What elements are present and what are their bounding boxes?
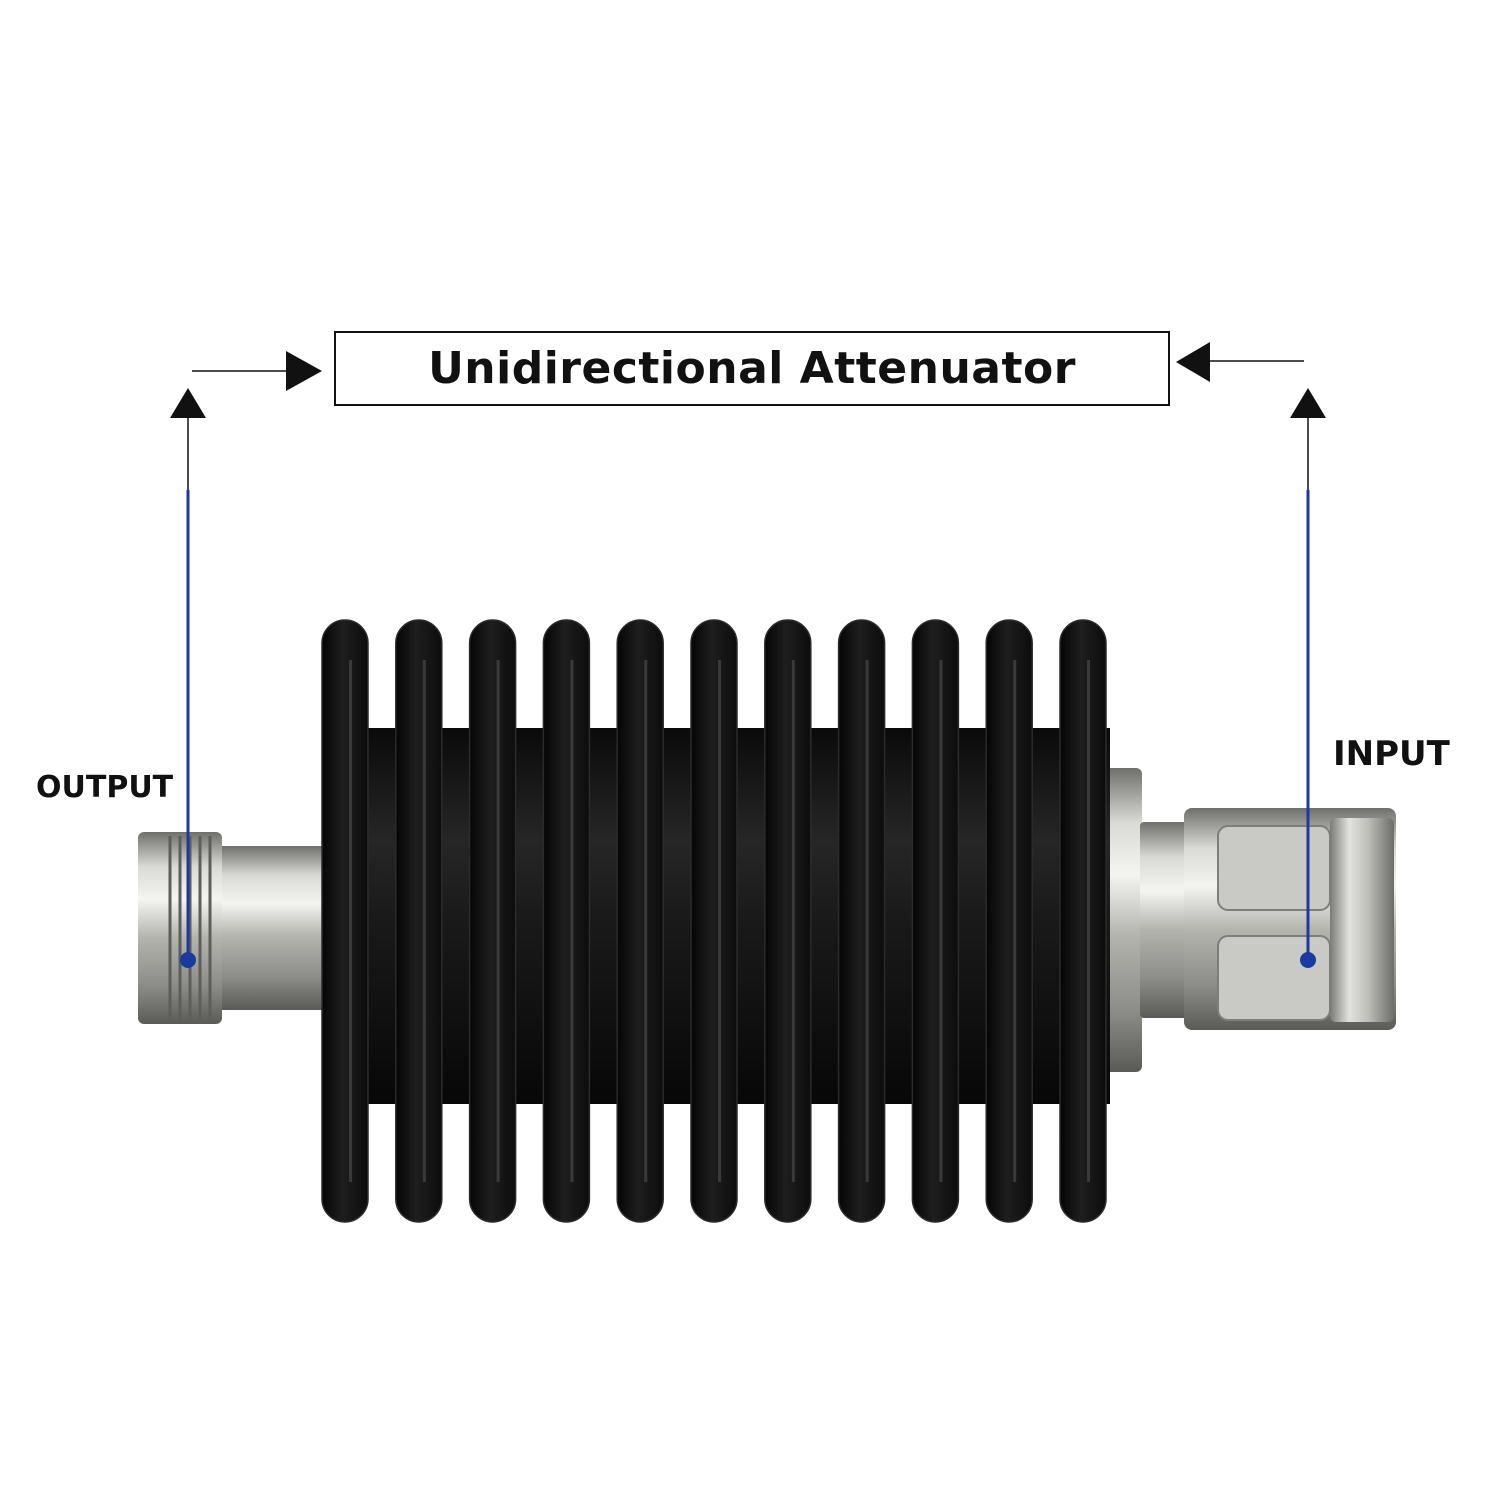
heatsink-fins — [321, 619, 1107, 1223]
right-arrowhead-up — [1290, 388, 1326, 418]
port-pointers — [180, 490, 1316, 968]
output-barrel — [214, 846, 332, 1010]
input-neck — [1140, 822, 1198, 1018]
input-hex-face-top — [1217, 825, 1331, 911]
heatsink-fin — [985, 619, 1033, 1223]
input-connector — [1094, 768, 1396, 1072]
heatsink-fin — [542, 619, 591, 1223]
title-box: Unidirectional Attenuator — [334, 331, 1170, 406]
heatsink-fin — [616, 619, 664, 1223]
heatsink-fin — [395, 619, 443, 1223]
output-pointer-dot — [180, 952, 196, 968]
heatsink-fin — [911, 619, 960, 1223]
input-pointer-dot — [1300, 952, 1316, 968]
heatsink-fin — [837, 619, 886, 1223]
left-arrowhead-right — [286, 351, 322, 391]
output-connector — [138, 832, 332, 1024]
input-label: INPUT — [1333, 734, 1450, 774]
output-threads — [168, 836, 212, 1020]
left-arrowhead-up — [170, 388, 206, 418]
heatsink-fin — [468, 619, 517, 1223]
heatsink-fin — [321, 619, 369, 1223]
heatsink-fin — [764, 619, 812, 1223]
heatsink — [321, 619, 1110, 1223]
heatsink-fin — [690, 619, 738, 1223]
input-hex-face-bottom — [1217, 935, 1331, 1021]
right-arrowhead-left — [1176, 342, 1210, 382]
flow-arrows — [170, 342, 1326, 490]
input-tip — [1330, 818, 1394, 1022]
output-label: OUTPUT — [36, 770, 174, 805]
diagram-title: Unidirectional Attenuator — [428, 343, 1076, 394]
heatsink-fin — [1059, 619, 1107, 1223]
